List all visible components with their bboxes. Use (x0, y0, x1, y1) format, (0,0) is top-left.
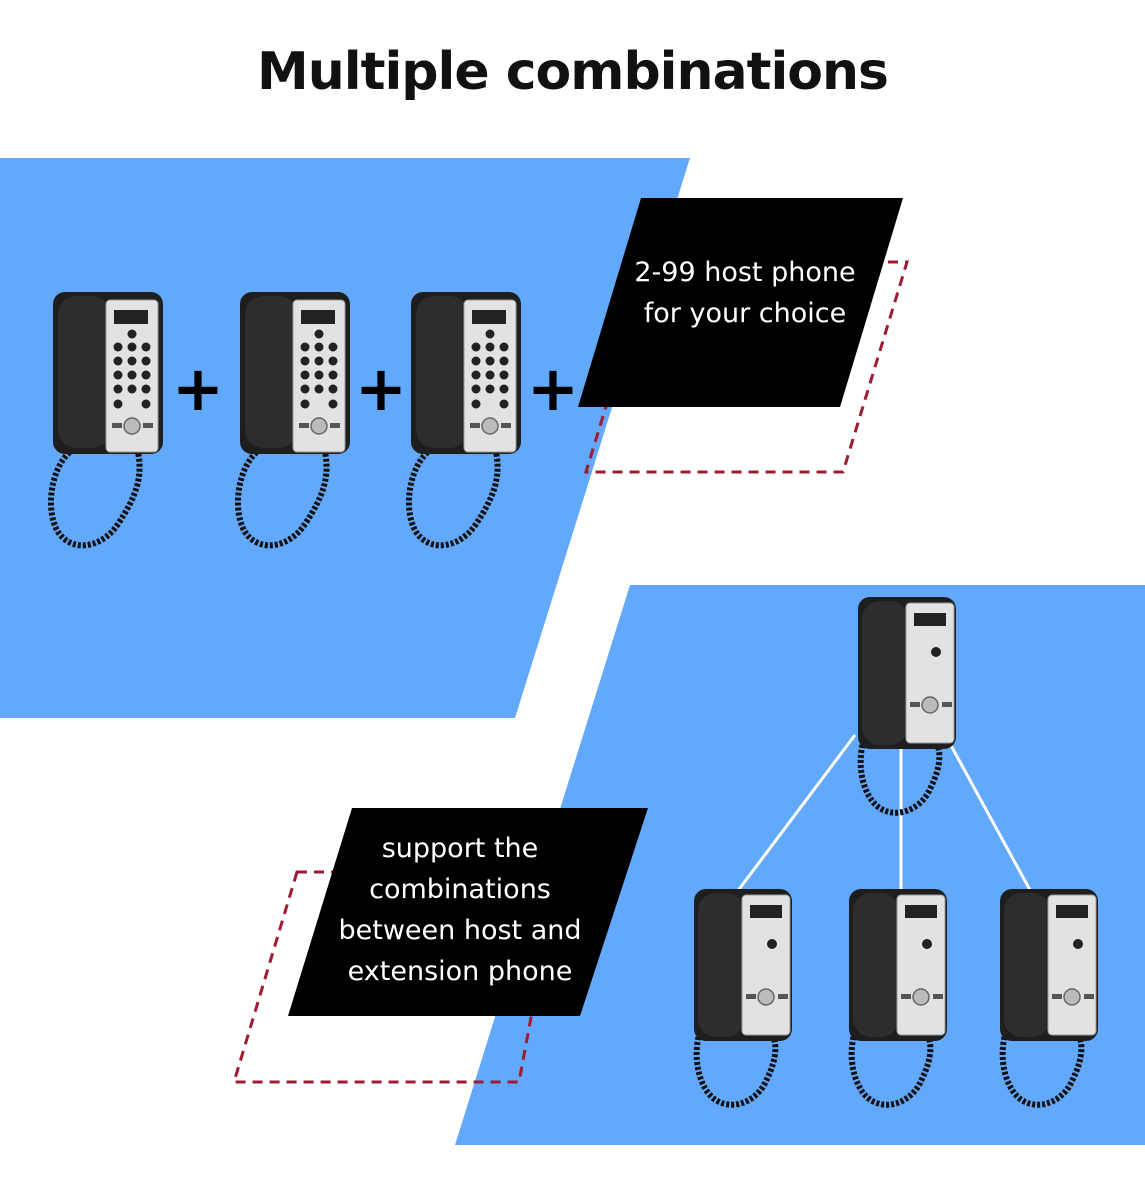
plus-sign: + (355, 352, 407, 425)
top-caption: 2-99 host phone for your choice (600, 252, 890, 334)
caption-line: for your choice (643, 298, 847, 329)
caption-line: extension phone (347, 956, 573, 987)
plus-sign: + (527, 352, 579, 425)
caption-line: combinations (369, 874, 551, 905)
caption-line: between host and (338, 915, 582, 946)
bottom-label-box (288, 808, 648, 1016)
page-title: Multiple combinations (257, 42, 889, 102)
bottom-caption: support the combinations between host an… (305, 828, 615, 992)
top-label-box (578, 198, 903, 407)
connector-lines (735, 734, 1032, 893)
caption-line: support the (381, 833, 539, 864)
caption-line: 2-99 host phone (634, 257, 856, 288)
plus-sign: + (172, 352, 224, 425)
bottom-blue-panel (455, 585, 1145, 1145)
